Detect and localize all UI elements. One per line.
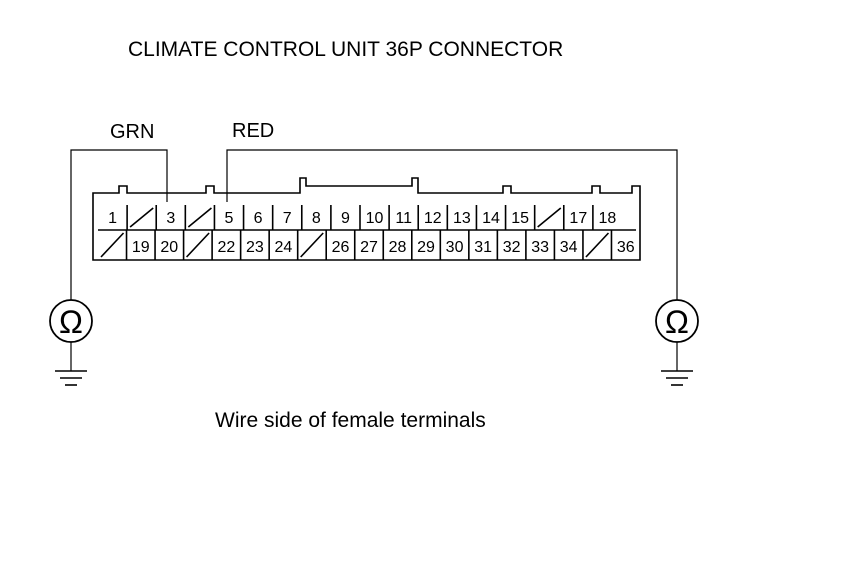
terminal-26: 26 [332,239,350,256]
terminal-31: 31 [474,239,492,256]
ohmmeter-icon: Ω [655,299,699,343]
grn-test-lead [70,149,168,300]
terminal-7: 7 [283,210,292,227]
terminal-1: 1 [108,210,117,227]
terminal-12: 12 [424,210,442,227]
terminal-28: 28 [389,239,407,256]
terminal-23: 23 [246,239,264,256]
terminal-17: 17 [569,210,587,227]
terminal-29: 29 [417,239,435,256]
ohmmeter-icon: Ω [49,299,93,343]
wire-label-grn: GRN [110,121,154,143]
terminal-13: 13 [453,210,471,227]
terminal-27: 27 [360,239,378,256]
terminal-32: 32 [503,239,521,256]
terminal-19: 19 [132,239,150,256]
connector-outline [92,177,641,261]
ohmmeter-symbol: Ω [59,304,83,340]
terminal-36: 36 [617,239,635,256]
unused-terminal-slash [187,207,212,228]
unused-terminal-slash [100,232,125,258]
terminal-15: 15 [511,210,529,227]
terminal-22: 22 [217,239,235,256]
terminal-3: 3 [166,210,175,227]
unused-terminal-slash [129,207,154,228]
terminal-9: 9 [341,210,350,227]
wiring [70,149,678,371]
terminal-24: 24 [275,239,293,256]
diagram-title: CLIMATE CONTROL UNIT 36P CONNECTOR [128,38,563,61]
bottom-terminal-row: 19 20 22 23 24 26 27 28 29 30 31 32 33 34 36 [100,230,635,260]
terminal-33: 33 [531,239,549,256]
terminal-11: 11 [395,210,412,227]
terminal-8: 8 [312,210,321,227]
red-test-lead [226,149,678,300]
terminal-5: 5 [225,210,234,227]
ohmmeter-symbol: Ω [665,304,689,340]
terminal-34: 34 [560,239,578,256]
unused-terminal-slash [585,232,610,258]
unused-terminal-slash [300,232,324,258]
unused-terminal-slash [537,207,562,228]
terminal-14: 14 [482,210,500,227]
caption: Wire side of female terminals [215,409,486,432]
unused-terminal-slash [185,232,210,258]
terminal-6: 6 [254,210,263,227]
wire-label-red: RED [232,120,274,142]
terminal-10: 10 [366,210,384,227]
ground-icon [661,370,693,386]
terminal-30: 30 [446,239,464,256]
terminal-18: 18 [599,210,617,227]
ground-icon [55,370,87,386]
terminal-20: 20 [160,239,178,256]
